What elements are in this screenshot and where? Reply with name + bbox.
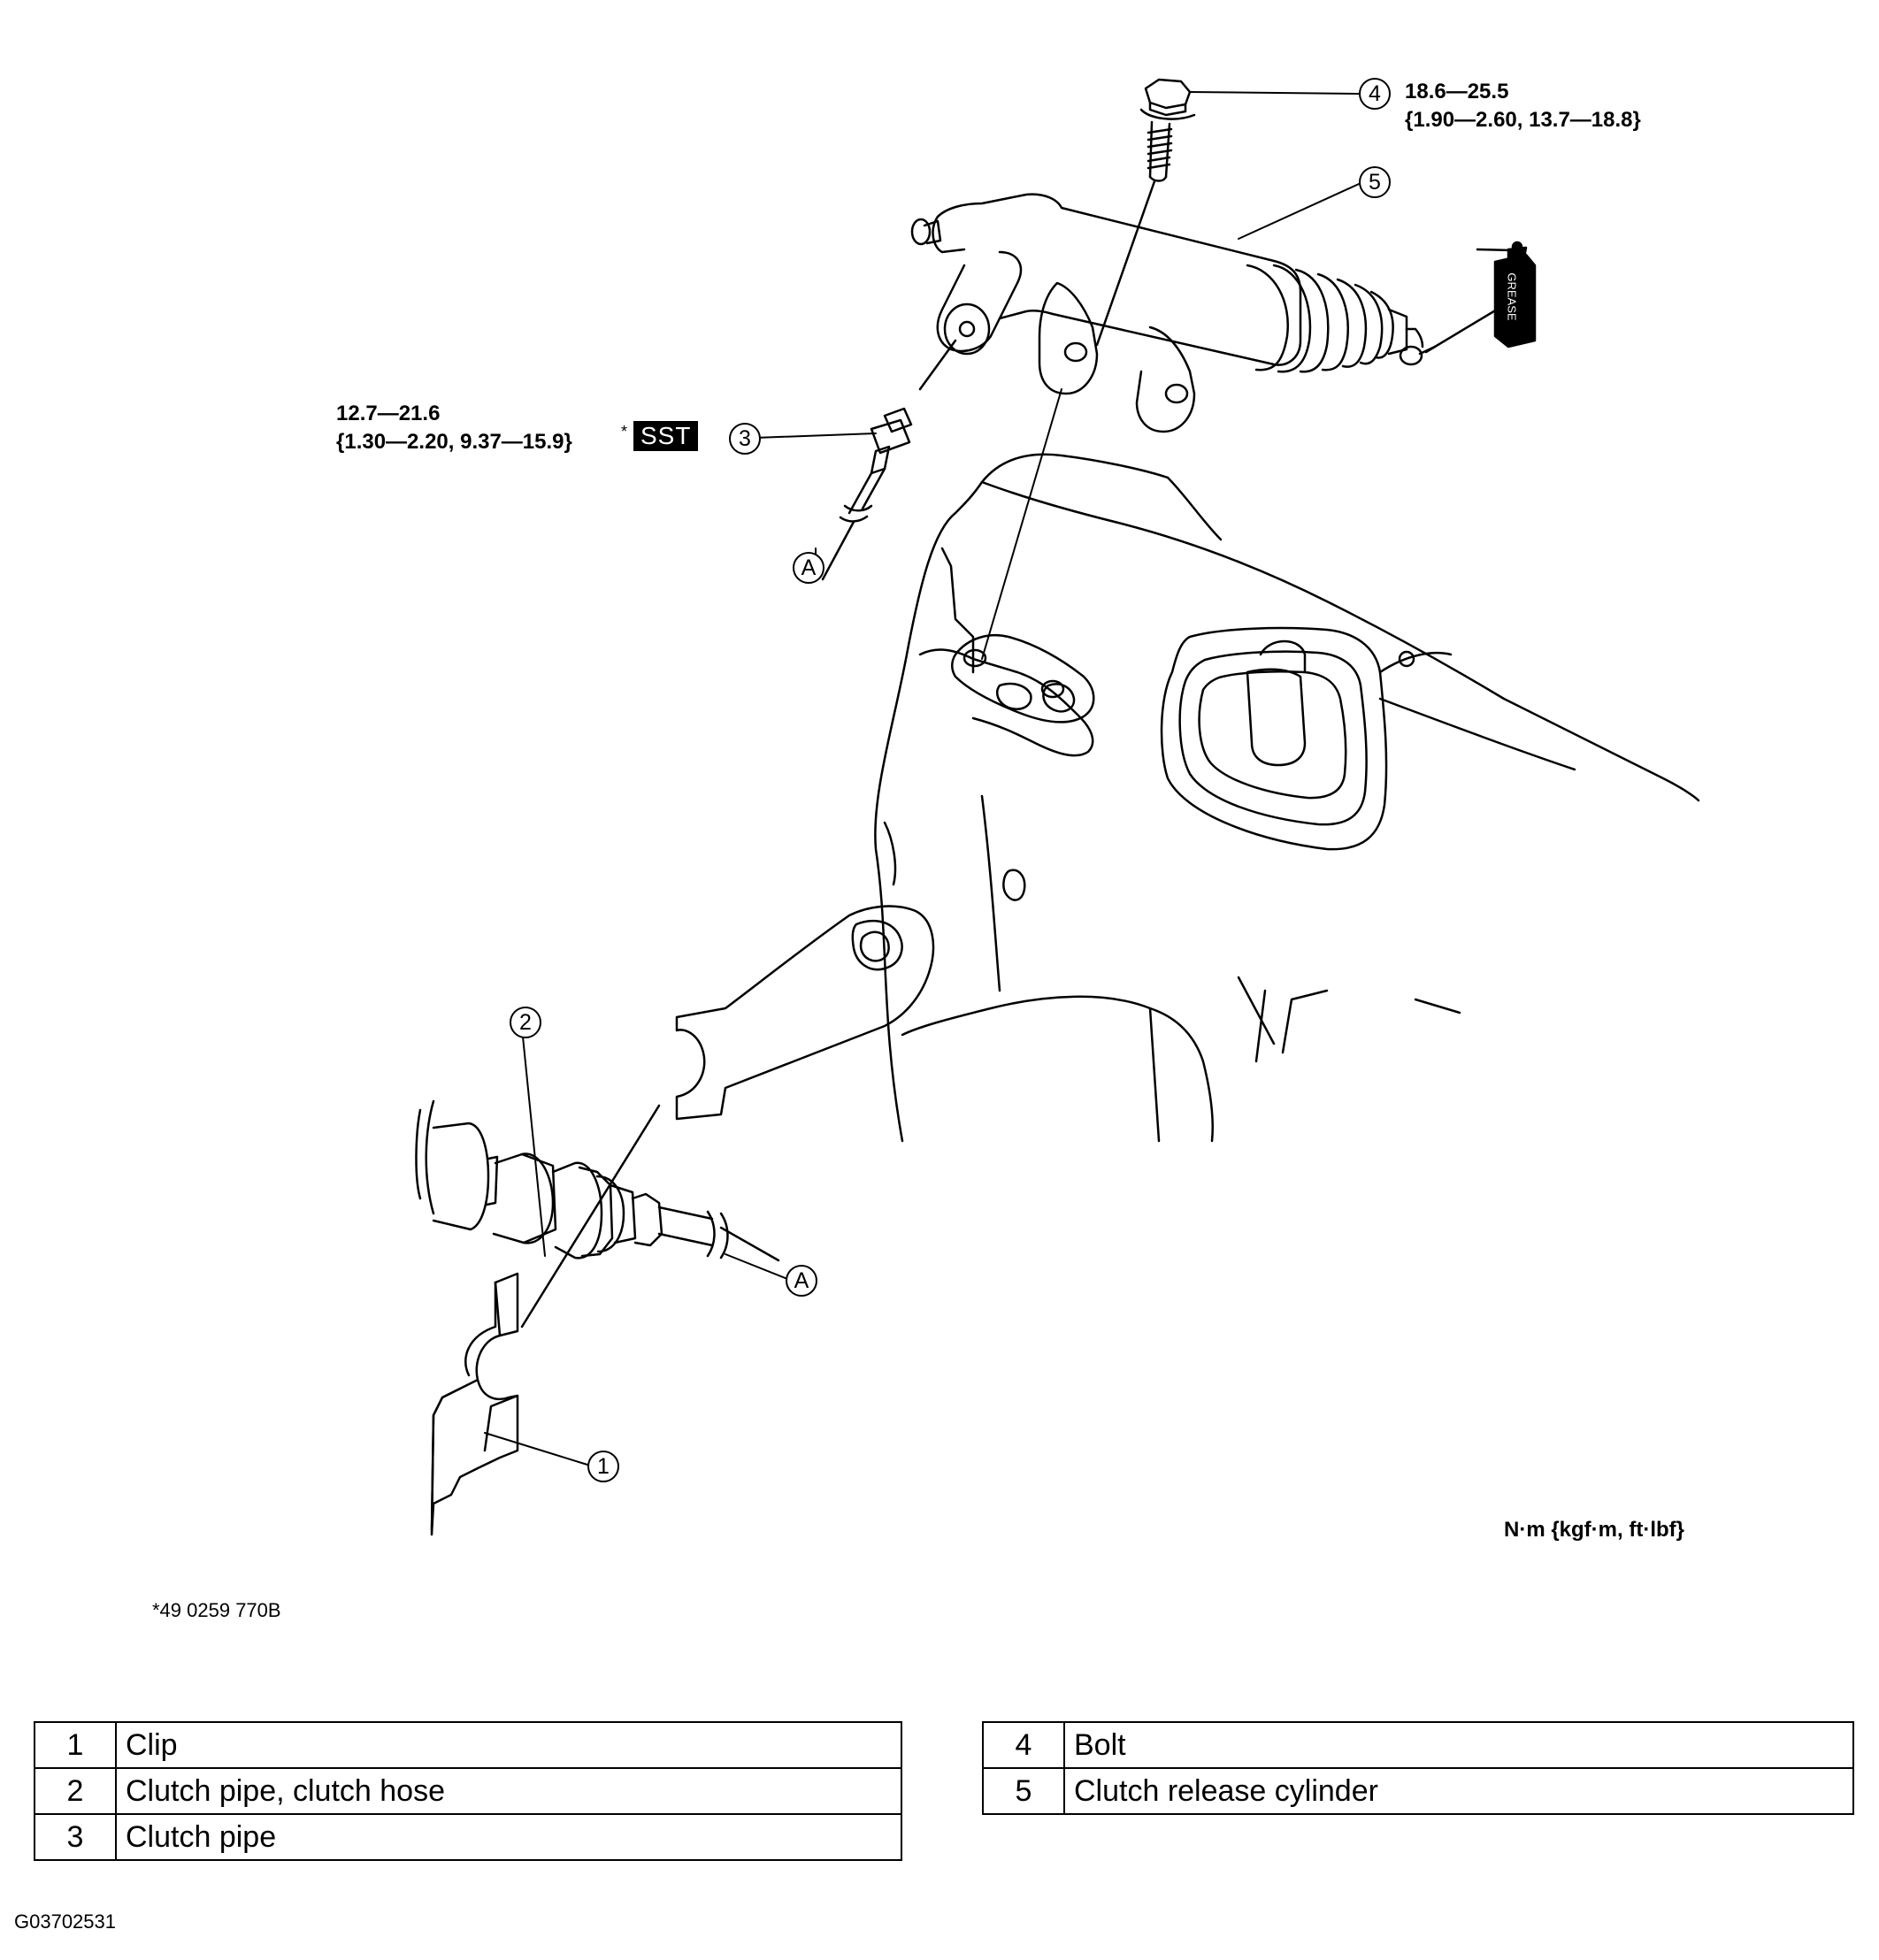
part-name: Clutch pipe, clutch hose: [115, 1767, 902, 1815]
grease-can-icon: [1476, 241, 1537, 348]
table-row: 5 Clutch release cylinder: [982, 1767, 1854, 1815]
part-name: Clip: [115, 1721, 902, 1769]
sst-badge: SST: [633, 421, 699, 451]
callout-a-bottom: A: [786, 1265, 817, 1297]
part-name: Clutch pipe: [115, 1813, 902, 1861]
parts-table-right: 4 Bolt 5 Clutch release cylinder: [982, 1721, 1854, 1815]
table-row: 2 Clutch pipe, clutch hose: [34, 1767, 902, 1815]
transmission-housing: [874, 453, 1700, 1143]
callout-a-top: A: [793, 552, 824, 584]
parts-table-left: 1 Clip 2 Clutch pipe, clutch hose 3 Clut…: [34, 1721, 902, 1861]
clutch-hose-assembly: [415, 1099, 780, 1262]
figure-code: G03702531: [14, 1910, 116, 1933]
callout-4: 4: [1359, 78, 1391, 110]
callout-1: 1: [587, 1451, 619, 1482]
hose-alignment-line: [520, 1104, 661, 1328]
clutch-pipe-fitting: [821, 407, 913, 581]
part-number: 2: [34, 1767, 117, 1815]
hose-bracket: [675, 905, 935, 1121]
clip: [430, 1272, 519, 1536]
callout-5: 5: [1359, 166, 1391, 198]
bolt-to-cylinder-line: [1095, 180, 1156, 347]
callout-2: 2: [510, 1007, 541, 1038]
table-row: 1 Clip: [34, 1721, 902, 1769]
pipe-torque-alt-units: {1.30—2.20, 9.37—15.9}: [336, 430, 572, 454]
bolt: [1139, 78, 1196, 182]
torque-units-legend: N·m {kgf·m, ft·lbf}: [1504, 1518, 1684, 1542]
part-number: 5: [982, 1767, 1065, 1815]
grease-pointer-line: [1424, 308, 1499, 354]
pipe-to-cylinder-line: [918, 339, 957, 391]
leader-lines: [484, 91, 1360, 1466]
sst-part-number-note: *49 0259 770B: [152, 1599, 281, 1621]
exploded-view-diagram: [415, 78, 1700, 1536]
clutch-release-cylinder: [910, 193, 1437, 433]
bolt-torque-alt-units: {1.90—2.60, 13.7—18.8}: [1405, 108, 1641, 132]
part-name: Clutch release cylinder: [1063, 1767, 1854, 1815]
sst-asterisk: *: [621, 423, 628, 440]
mount-alignment-line: [981, 388, 1062, 660]
part-number: 1: [34, 1721, 117, 1769]
cylinder-mount-bracket: [951, 633, 1095, 724]
part-name: Bolt: [1063, 1721, 1854, 1769]
bolt-torque-value: 18.6—25.5: [1405, 80, 1509, 103]
part-number: 3: [34, 1813, 117, 1861]
callout-3: 3: [729, 423, 761, 455]
pipe-torque-value: 12.7—21.6: [336, 402, 441, 425]
table-row: 4 Bolt: [982, 1721, 1854, 1769]
part-number: 4: [982, 1721, 1065, 1769]
table-row: 3 Clutch pipe: [34, 1813, 902, 1861]
grease-label: GREASE: [1505, 272, 1519, 321]
